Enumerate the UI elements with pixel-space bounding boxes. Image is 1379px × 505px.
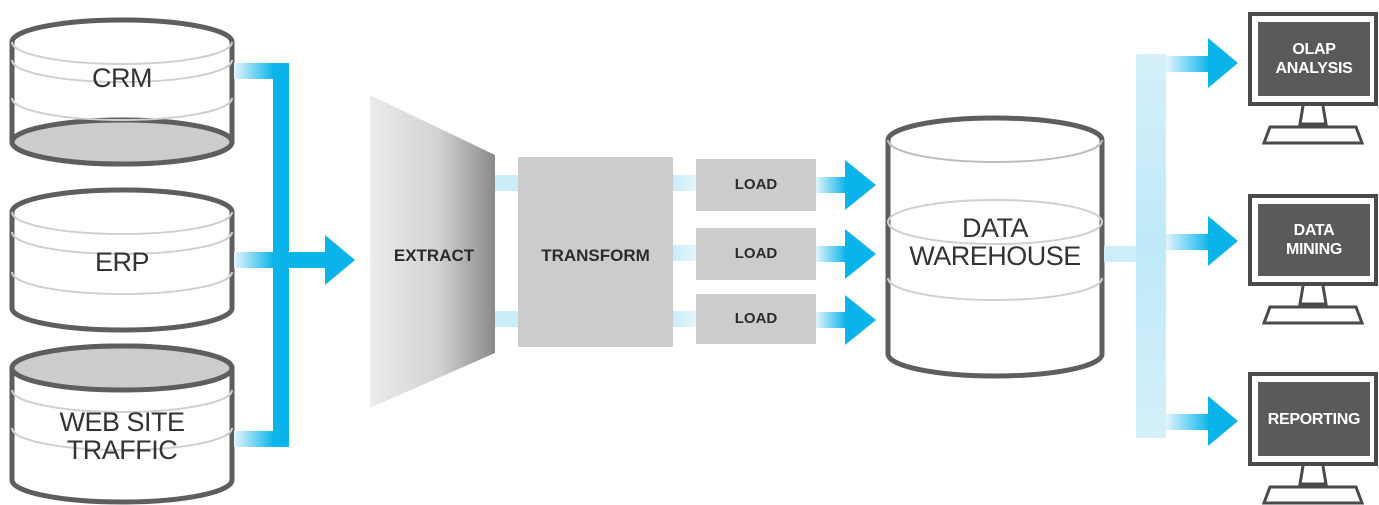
monitor-olap [1248,12,1378,145]
transform-load-connectors [673,175,697,327]
transform-box [518,157,673,347]
arrow-to-warehouse-3 [845,295,876,345]
arrow-to-data-mining [1208,216,1238,266]
arrow-to-olap [1208,38,1238,88]
db-erp [9,187,235,333]
extract-transform-connectors [495,175,519,327]
load-box-2 [696,228,816,280]
db-crm [9,17,235,167]
input-connectors [234,63,355,447]
arrow-to-reporting [1208,396,1238,446]
monitor-reporting [1248,372,1378,505]
arrow-to-warehouse-2 [845,229,876,279]
db-data-warehouse [885,115,1105,379]
load-box-1 [696,159,816,211]
arrow-to-extract [325,235,355,285]
arrow-to-warehouse-1 [845,160,876,210]
load-box-3 [696,294,816,344]
db-web-site-traffic [9,343,235,505]
load-arrows [816,160,876,345]
output-connectors [1104,38,1238,446]
monitor-data-mining [1248,194,1378,325]
extract-funnel [370,95,495,408]
